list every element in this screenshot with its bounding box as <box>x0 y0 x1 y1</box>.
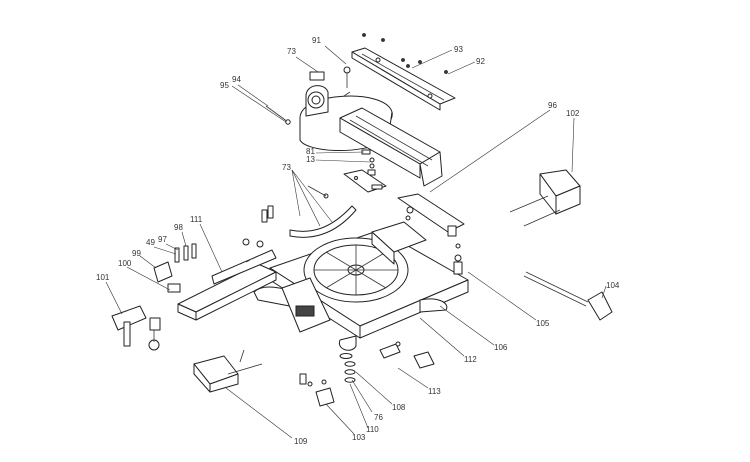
bracket-81 <box>361 149 376 176</box>
extension-rod-104 <box>523 271 613 321</box>
arc-scale <box>289 185 357 238</box>
main-base <box>253 221 469 351</box>
hold-down-clamp-101 <box>111 305 161 351</box>
callout-73: 73 <box>287 47 296 56</box>
callout-113: 113 <box>428 387 441 396</box>
callout-99: 99 <box>132 249 141 258</box>
callout-92: 92 <box>476 57 485 66</box>
lock-parts-113 <box>379 341 435 369</box>
pin-94 <box>265 105 291 125</box>
stop-block-102 <box>509 169 581 227</box>
callout-109: 109 <box>294 437 308 446</box>
knob-99 <box>153 261 173 283</box>
washers-108-76-110 <box>339 353 356 383</box>
callout-111: 111 <box>190 215 203 224</box>
callout-91: 91 <box>312 36 321 45</box>
part-100 <box>167 283 181 293</box>
turntable-arm-assembly <box>299 66 443 187</box>
callout-81: 81 <box>306 147 315 156</box>
bolts-98-97-49 <box>174 205 274 263</box>
callout-96: 96 <box>548 101 557 110</box>
callout-98: 98 <box>174 223 183 232</box>
left-fence-111 <box>177 249 277 321</box>
callout-110: 110 <box>366 425 379 434</box>
callout-100: 100 <box>118 259 132 268</box>
brackets-103 <box>299 373 335 407</box>
work-support-109 <box>193 349 263 393</box>
callout-73-lower: 73 <box>282 163 291 172</box>
callout-112: 112 <box>464 355 477 364</box>
leader-lines <box>105 45 607 439</box>
fence-screws <box>362 33 448 74</box>
callout-103: 103 <box>352 433 366 442</box>
table-extension-105 <box>453 254 463 275</box>
callout-101: 101 <box>96 273 110 282</box>
callout-95: 95 <box>220 81 229 90</box>
bevel-plate-96 <box>343 169 465 249</box>
callout-97: 97 <box>158 235 167 244</box>
callout-105: 105 <box>536 319 550 328</box>
callout-104: 104 <box>606 281 620 290</box>
callout-76: 76 <box>374 413 383 422</box>
callout-102: 102 <box>566 109 580 118</box>
callout-13: 13 <box>306 155 315 164</box>
rear-fence-rail <box>351 47 456 111</box>
callout-49: 49 <box>146 238 155 247</box>
callout-108: 108 <box>392 403 406 412</box>
callout-93: 93 <box>454 45 463 54</box>
callout-labels: 73 91 93 92 94 95 96 102 81 13 73 111 98… <box>96 36 620 446</box>
callout-94: 94 <box>232 75 241 84</box>
callout-106: 106 <box>494 343 508 352</box>
